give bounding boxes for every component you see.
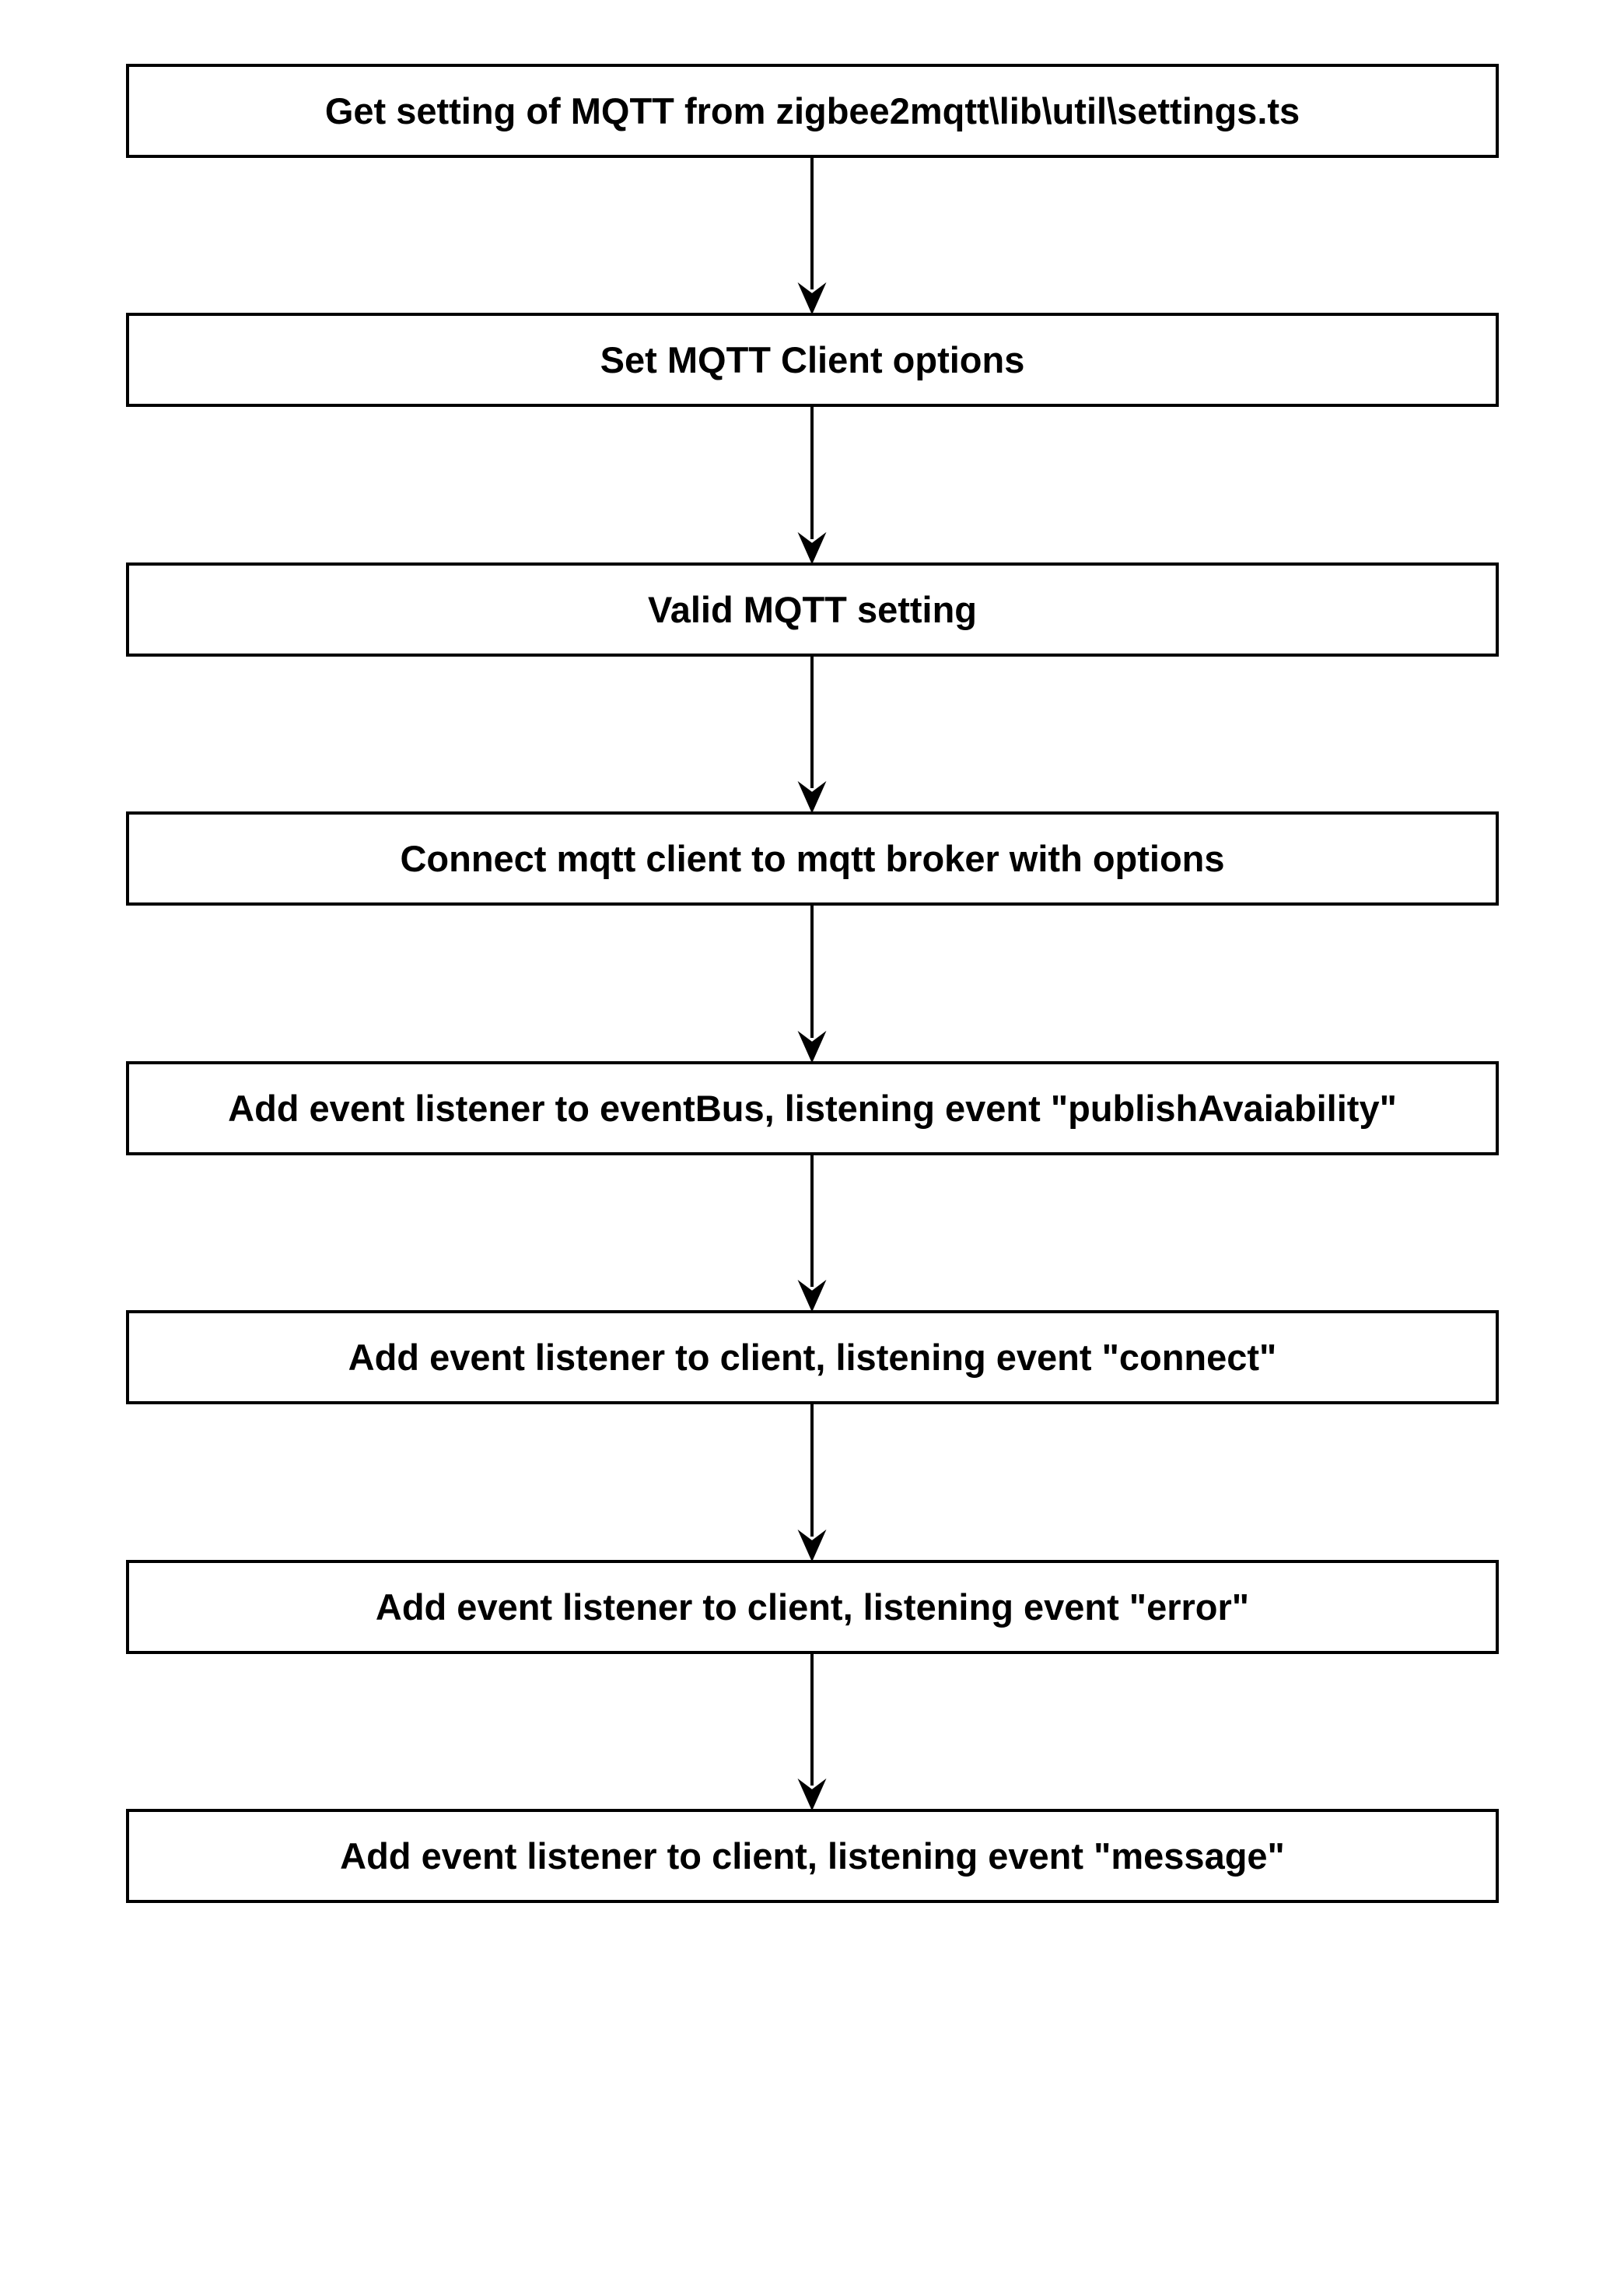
arrowhead-icon	[797, 780, 827, 814]
arrowhead-icon	[797, 1279, 827, 1312]
step-label: Add event listener to client, listening …	[340, 1835, 1285, 1877]
step-box-error-listener: Add event listener to client, listening …	[126, 1560, 1499, 1654]
step-box-valid-mqtt-setting: Valid MQTT setting	[126, 562, 1499, 657]
step-box-set-client-options: Set MQTT Client options	[126, 313, 1499, 407]
arrowhead-icon	[797, 282, 827, 315]
arrowhead-icon	[797, 1529, 827, 1562]
arrowhead-icon	[797, 1030, 827, 1064]
step-box-eventbus-listener: Add event listener to eventBus, listenin…	[126, 1061, 1499, 1155]
step-label: Get setting of MQTT from zigbee2mqtt\lib…	[324, 90, 1300, 131]
step-label: Set MQTT Client options	[600, 339, 1025, 380]
step-label: Connect mqtt client to mqtt broker with …	[400, 838, 1225, 879]
step-box-connect-listener: Add event listener to client, listening …	[126, 1310, 1499, 1404]
step-box-get-mqtt-settings: Get setting of MQTT from zigbee2mqtt\lib…	[126, 64, 1499, 158]
step-box-message-listener: Add event listener to client, listening …	[126, 1809, 1499, 1903]
step-label: Valid MQTT setting	[647, 589, 978, 630]
step-label: Add event listener to client, listening …	[375, 1586, 1250, 1628]
arrowhead-icon	[797, 531, 827, 565]
arrowhead-icon	[797, 1778, 827, 1811]
step-label: Add event listener to client, listening …	[348, 1337, 1277, 1378]
step-label: Add event listener to eventBus, listenin…	[228, 1088, 1397, 1129]
step-box-connect-client: Connect mqtt client to mqtt broker with …	[126, 811, 1499, 906]
